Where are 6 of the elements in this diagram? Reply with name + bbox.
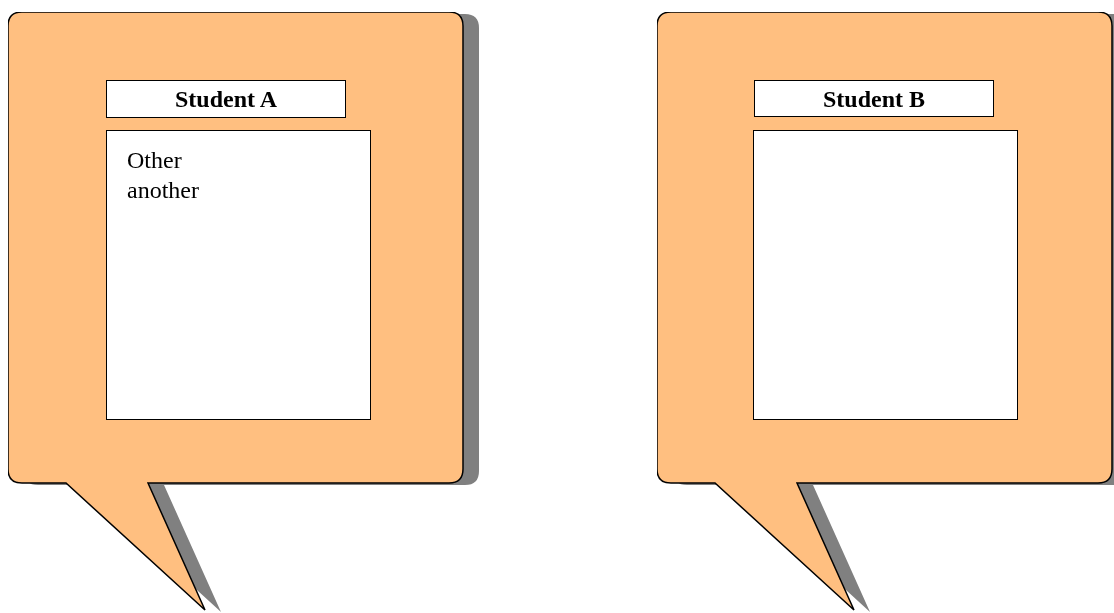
name-label: Student B [754, 80, 994, 117]
blank-text-panel [753, 130, 1018, 420]
speech-text: Other another [106, 130, 371, 420]
name-label: Student A [106, 80, 346, 118]
speech-bubble [8, 12, 480, 613]
speech-bubble [657, 12, 1114, 613]
